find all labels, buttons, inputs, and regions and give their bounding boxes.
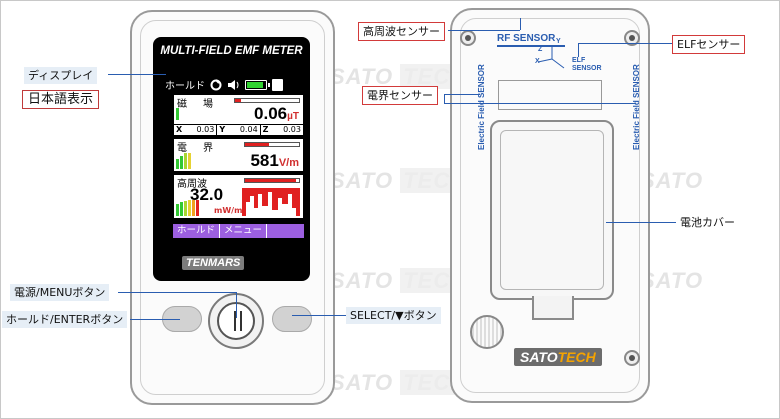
screw-top-left bbox=[460, 30, 476, 46]
electric-sensor-label-right: Electric Field SENSOR bbox=[632, 64, 641, 150]
callout-electric-sensor: 電界センサー bbox=[362, 86, 438, 105]
leader-line bbox=[448, 30, 520, 31]
magnetic-value: 0.06µT bbox=[254, 104, 299, 123]
speaker-grille-icon bbox=[470, 315, 504, 349]
rf-value: 32.0 bbox=[190, 185, 224, 204]
watermark: SATO bbox=[640, 168, 704, 193]
rf-waveform-graph bbox=[242, 188, 300, 216]
xyz-axis-icon bbox=[537, 46, 565, 69]
magnetic-range-bar bbox=[234, 98, 300, 103]
battery-cover-inner bbox=[500, 130, 604, 290]
leader-line bbox=[444, 94, 480, 95]
plug-icon bbox=[272, 78, 283, 91]
leader-line bbox=[236, 292, 237, 318]
magnetic-level-bars bbox=[176, 108, 179, 120]
callout-battery-cover: 電池カバー bbox=[676, 214, 739, 231]
battery-icon bbox=[245, 79, 270, 90]
hold-indicator: ホールド bbox=[165, 81, 205, 92]
satotech-logo: SATOTECH bbox=[514, 348, 602, 366]
battery-cover-latch bbox=[532, 296, 574, 320]
status-row: ホールド bbox=[165, 77, 283, 92]
rf-sensor-underline bbox=[497, 45, 565, 47]
leader-line bbox=[444, 103, 636, 104]
screw-top-right bbox=[624, 30, 640, 46]
axis-z-label: Z bbox=[538, 46, 543, 53]
device-title: MULTI-FIELD EMF METER bbox=[160, 45, 303, 57]
axis-y-label: Y bbox=[556, 38, 561, 45]
auto-off-icon bbox=[210, 78, 222, 90]
electric-label: 電 界 bbox=[177, 143, 216, 154]
electric-sensor-label-left: Electric Field SENSOR bbox=[477, 64, 486, 150]
callout-japanese: 日本語表示 bbox=[22, 90, 100, 109]
rf-label: 高周波 bbox=[177, 179, 207, 190]
callout-display: ディスプレイ bbox=[24, 67, 98, 84]
rf-sensor-label: RF SENSOR bbox=[497, 33, 556, 44]
softkey-hold[interactable]: ホールド bbox=[173, 224, 221, 238]
callout-elf-sensor: ELFセンサー bbox=[672, 35, 746, 54]
callout-hold-enter: ホールド/ENTERボタン bbox=[2, 311, 128, 328]
back-bezel bbox=[460, 18, 640, 393]
callout-select: SELECT/▼ボタン bbox=[346, 307, 441, 324]
electric-value: 581V/m bbox=[250, 151, 299, 170]
leader-line bbox=[130, 319, 180, 320]
callout-rf-sensor: 高周波センサー bbox=[358, 22, 445, 41]
leader-line bbox=[292, 315, 346, 316]
electric-level-bars bbox=[176, 153, 191, 169]
leader-line bbox=[118, 292, 236, 293]
leader-line bbox=[606, 222, 676, 223]
soft-key-menu: ホールド メニュー bbox=[173, 224, 304, 238]
screw-bottom-right bbox=[624, 350, 640, 366]
speaker-icon bbox=[228, 79, 239, 90]
select-down-button[interactable] bbox=[272, 306, 312, 332]
rf-unit: mW/m² bbox=[214, 206, 246, 215]
leader-line bbox=[444, 94, 445, 103]
rf-panel: 高周波 32.0 mW/m² bbox=[173, 174, 304, 219]
leader-line bbox=[520, 18, 521, 30]
battery-cover[interactable] bbox=[490, 120, 614, 300]
leader-line bbox=[578, 43, 672, 44]
leader-line bbox=[108, 74, 166, 75]
electric-range-bar bbox=[244, 142, 300, 147]
softkey-blank[interactable] bbox=[267, 224, 304, 238]
magnetic-label: 磁 場 bbox=[177, 99, 216, 110]
front-bezel bbox=[140, 20, 325, 395]
electric-panel: 電 界 581V/m bbox=[173, 138, 304, 172]
softkey-menu[interactable]: メニュー bbox=[220, 224, 268, 238]
sensor-window bbox=[498, 80, 602, 110]
watermark: SATO bbox=[640, 268, 704, 293]
tenmars-logo: TENMARS bbox=[182, 256, 245, 270]
axis-x-label: X bbox=[535, 58, 540, 65]
rf-level-bars bbox=[176, 200, 199, 216]
callout-power-menu: 電源/MENUボタン bbox=[10, 284, 110, 301]
rf-range-bar bbox=[244, 178, 300, 183]
leader-line bbox=[578, 43, 579, 57]
